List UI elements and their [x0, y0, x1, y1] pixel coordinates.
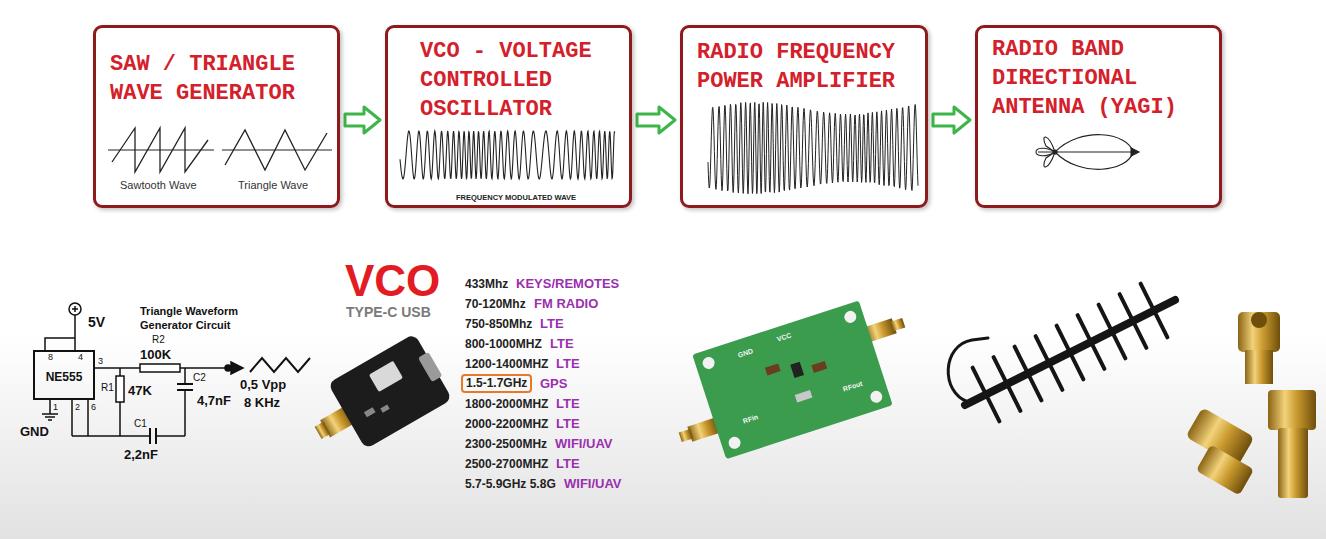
signal-value: 8 KHz	[244, 395, 280, 410]
pin-name: GND	[737, 347, 754, 359]
flow-arrow	[637, 107, 675, 133]
frequency-range: 5.7-5.9GHz 5.8G	[465, 477, 556, 492]
frequency-range: 800-1000MHZ	[465, 337, 542, 352]
part-value: 47K	[128, 383, 152, 398]
part-value: 2,2nF	[124, 447, 158, 462]
part-name: C1	[134, 418, 147, 429]
triangle-wave	[222, 130, 332, 170]
band-use: FM RADIO	[534, 296, 598, 312]
band-use: LTE	[556, 416, 580, 432]
box-title: RADIO BAND DIRECTIONAL ANTENNA (YAGI)	[992, 35, 1192, 122]
sawtooth-wave	[108, 128, 214, 172]
fm-wave	[400, 131, 615, 179]
frequency-range: 2300-2500MHz	[465, 437, 547, 452]
chip-name: NE555	[35, 370, 93, 384]
highlight-box: 1.5-1.7GHz	[461, 374, 532, 393]
pin-number: 3	[98, 356, 103, 366]
band-use: WIFI/UAV	[564, 476, 622, 492]
signal-value: 0,5 Vpp	[240, 377, 286, 392]
amplified-wave	[708, 102, 918, 194]
frequency-range: 433Mhz	[465, 277, 508, 292]
flow-arrow	[345, 107, 380, 133]
process-box: SAW / TRIANGLE WAVE GENERATOR Sawtooth Wa…	[93, 25, 340, 208]
pin-number: 4	[78, 352, 83, 362]
supply-label: 5V	[88, 314, 105, 330]
band-use: LTE	[540, 316, 564, 332]
pin-name: RFout	[842, 380, 864, 394]
circuit-title: Triangle Waveform Generator Circuit	[140, 304, 252, 332]
pin-name: RFin	[742, 413, 759, 425]
ic-chip: NE555	[33, 350, 95, 400]
band-use: WIFI/UAV	[555, 436, 613, 452]
part-value: 100K	[140, 347, 171, 362]
pin-number: 8	[48, 352, 53, 362]
frequency-range: 1200-1400MHZ	[465, 357, 548, 372]
part-name: C2	[193, 372, 206, 383]
band-use: LTE	[550, 336, 574, 352]
band-use: LTE	[556, 396, 580, 412]
process-box: RADIO BAND DIRECTIONAL ANTENNA (YAGI)	[975, 25, 1222, 208]
pin-name: VCC	[776, 331, 793, 343]
frequency-range: 750-850Mhz	[465, 317, 532, 332]
band-use: GPS	[540, 376, 567, 392]
part-name: R2	[152, 334, 165, 345]
amplifier-board	[657, 289, 927, 470]
part-name: R1	[101, 382, 114, 393]
wave-caption: FREQUENCY MODULATED WAVE	[456, 193, 576, 202]
frequency-range: 2000-2200MHZ	[465, 417, 548, 432]
frequency-range: 1800-2000MHZ	[465, 397, 548, 412]
pin-number: 2	[75, 402, 80, 412]
band-use: KEYS/REMOTES	[516, 276, 619, 292]
process-box: RADIO FREQUENCY POWER AMPLIFIER	[680, 25, 928, 208]
pin-number: 6	[91, 402, 96, 412]
pin-number: 1	[53, 402, 58, 412]
module-title: VCO	[345, 258, 440, 304]
module-subtitle: TYPE-C USB	[346, 304, 431, 320]
band-use: LTE	[556, 356, 580, 372]
box-title: RADIO FREQUENCY POWER AMPLIFIER	[697, 38, 922, 96]
process-box: VCO - VOLTAGE CONTROLLED OSCILLATOR FREQU…	[385, 25, 632, 208]
radiation-pattern	[1036, 135, 1139, 170]
box-title: VCO - VOLTAGE CONTROLLED OSCILLATOR	[420, 37, 620, 124]
part-value: 4,7nF	[197, 393, 231, 408]
yagi-antenna	[948, 284, 1175, 422]
band-use: LTE	[556, 456, 580, 472]
frequency-range: 1.5-1.7GHz	[466, 376, 527, 391]
frequency-range: 2500-2700MHZ	[465, 457, 548, 472]
frequency-range: 70-120Mhz	[465, 297, 526, 312]
sma-adapters	[1186, 312, 1316, 498]
vco-board	[299, 332, 455, 466]
box-title: SAW / TRIANGLE WAVE GENERATOR	[110, 50, 325, 108]
wave-caption: Sawtooth Wave	[120, 179, 197, 192]
flow-arrow	[933, 107, 970, 133]
ground-label: GND	[20, 424, 49, 439]
wave-caption: Triangle Wave	[238, 179, 308, 192]
